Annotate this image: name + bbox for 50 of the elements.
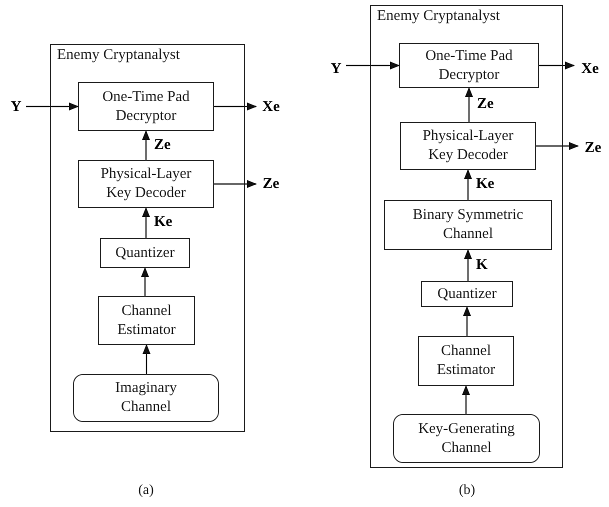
process-box bbox=[78, 160, 214, 208]
group-title: Enemy Cryptanalyst bbox=[377, 7, 500, 26]
arrow bbox=[462, 385, 470, 414]
signal-label: Xe bbox=[256, 97, 286, 117]
subfigure-caption: (a) bbox=[137, 482, 155, 500]
group-title: Enemy Cryptanalyst bbox=[57, 46, 180, 65]
arrow bbox=[346, 62, 400, 70]
process-box bbox=[421, 281, 513, 307]
enclosing-box bbox=[50, 44, 245, 432]
arrow bbox=[214, 102, 257, 110]
box-label: One-Time Pad Decryptor bbox=[101, 88, 191, 126]
process-box bbox=[384, 200, 552, 250]
box-label: Quantizer bbox=[437, 284, 497, 304]
subfigure-caption: (b) bbox=[458, 482, 476, 500]
process-box bbox=[100, 238, 190, 268]
arrow bbox=[463, 306, 471, 336]
box-label: Channel Estimator bbox=[116, 302, 177, 340]
arrow bbox=[26, 102, 79, 110]
process-box bbox=[418, 336, 514, 386]
arrow bbox=[142, 130, 150, 160]
signal-label: Xe bbox=[574, 59, 606, 79]
signal-label: Ze bbox=[578, 138, 608, 158]
box-label: Physical-Layer Key Decoder bbox=[422, 127, 514, 165]
arrow bbox=[465, 87, 473, 122]
arrow bbox=[142, 344, 150, 374]
box-label: Physical-Layer Key Decoder bbox=[100, 165, 192, 203]
box-label: Imaginary Channel bbox=[114, 379, 178, 417]
box-label: Key-Generating Channel bbox=[417, 420, 516, 458]
arrow bbox=[536, 142, 579, 150]
rounded-box bbox=[393, 414, 540, 463]
process-box bbox=[78, 82, 214, 131]
box-label: Channel Estimator bbox=[436, 342, 496, 380]
box-label: Quantizer bbox=[115, 244, 175, 262]
process-box bbox=[400, 122, 536, 170]
arrow bbox=[464, 169, 472, 200]
box-label: One-Time Pad Decryptor bbox=[424, 46, 514, 84]
box-label: Binary Symmetric Channel bbox=[412, 206, 524, 244]
arrow bbox=[142, 207, 150, 238]
signal-label: Y bbox=[326, 59, 346, 79]
arrow bbox=[214, 180, 257, 188]
arrow bbox=[539, 62, 575, 70]
arrow bbox=[141, 267, 149, 296]
process-box bbox=[98, 296, 195, 345]
signal-label: Ze bbox=[256, 174, 286, 194]
rounded-box bbox=[73, 374, 219, 422]
process-box bbox=[399, 43, 539, 88]
enclosing-box bbox=[370, 5, 563, 468]
arrow bbox=[464, 249, 472, 281]
edge-label: Ze bbox=[153, 138, 172, 152]
signal-label: Y bbox=[6, 97, 26, 117]
